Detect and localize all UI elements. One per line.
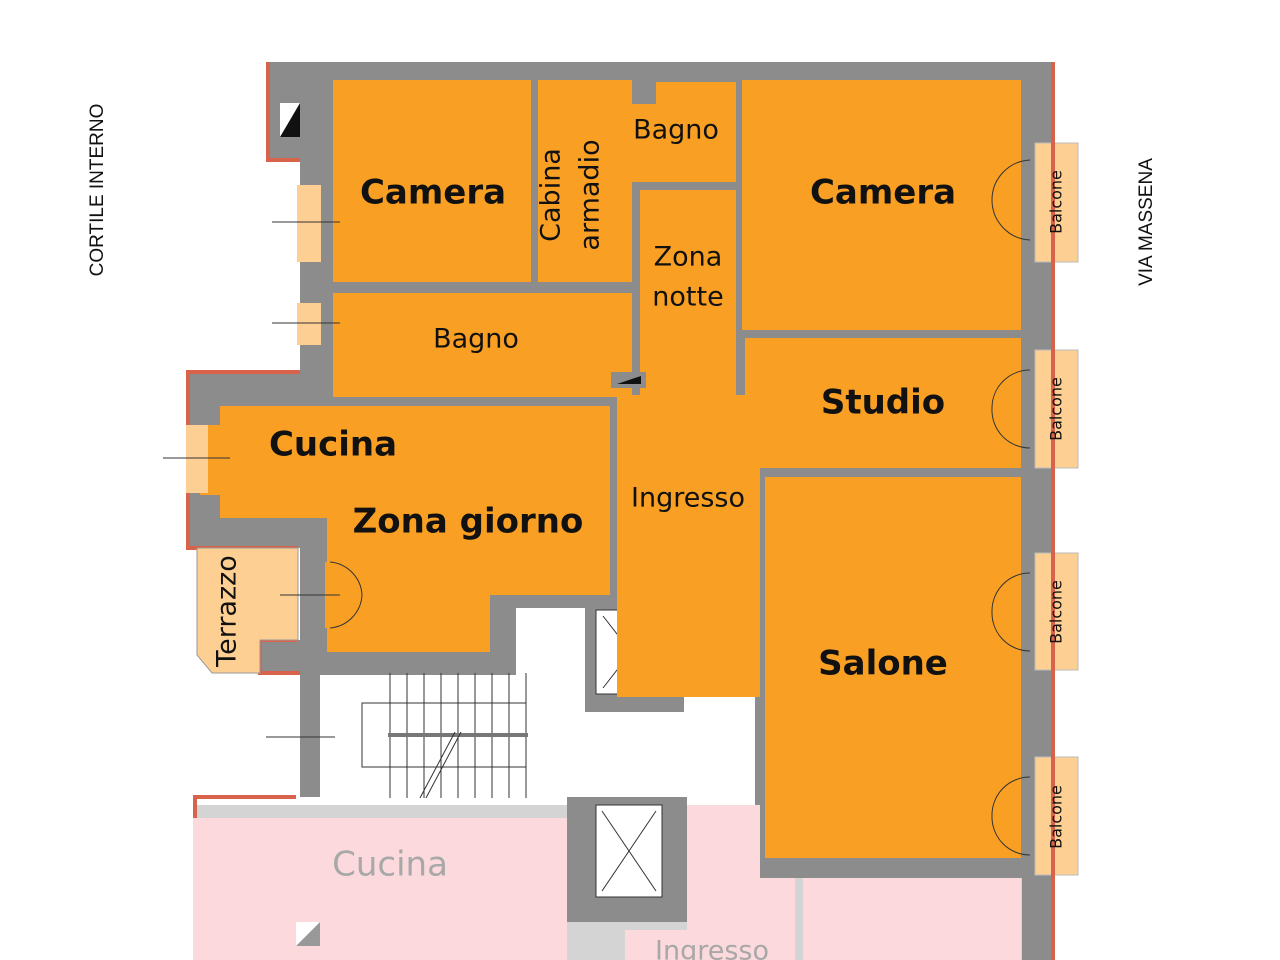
lower-room-cucina — [230, 818, 567, 960]
stair-landing-right — [684, 697, 755, 805]
room-camera-1 — [333, 80, 531, 282]
label-bagno-1: Bagno — [633, 115, 719, 146]
label-camera-1: Camera — [360, 173, 506, 213]
shaft-icon-top-fill — [280, 103, 300, 137]
room-bagno-1 — [611, 82, 736, 182]
balcony-4 — [1034, 756, 1079, 876]
label-zona-notte-1: Zona — [654, 242, 723, 273]
label-camera-2: Camera — [810, 173, 956, 213]
room-zona-notte — [640, 190, 736, 395]
label-cabina: Cabina — [536, 148, 567, 242]
room-bagno-2 — [333, 293, 632, 397]
lower-label-ingresso: Ingresso — [655, 936, 769, 960]
lower-label-cucina: Cucina — [332, 845, 448, 885]
balcony-1 — [1034, 142, 1079, 263]
label-ingresso: Ingresso — [631, 483, 745, 514]
door-arcs — [163, 159, 1031, 856]
room-cucina-zona-giorno — [220, 406, 610, 652]
street-label-right: VIA MASSENA — [1136, 158, 1157, 286]
balconies: Balcone Balcone Balcone Balcone — [1034, 62, 1079, 960]
stairs-icon — [361, 673, 528, 799]
label-cucina: Cucina — [269, 425, 397, 465]
label-terrazzo: Terrazzo — [212, 555, 243, 668]
shaft-icon — [617, 376, 641, 384]
elevator-cross-2 — [601, 810, 657, 892]
balcony-2 — [1034, 349, 1079, 469]
label-bagno-2: Bagno — [433, 324, 519, 355]
label-armadio: armadio — [575, 139, 606, 250]
street-label-left: CORTILE INTERNO — [87, 104, 108, 277]
unit-rooms — [200, 80, 1021, 858]
room-studio — [745, 338, 1021, 468]
room-camera-2 — [742, 80, 1021, 330]
lower-shaft-fill — [296, 922, 320, 946]
balcony-label: Balcone — [1047, 580, 1066, 644]
room-ingresso — [617, 395, 760, 697]
exterior-edge-left-4 — [193, 795, 296, 818]
lower-room-ingresso-b — [625, 930, 795, 960]
window-cucina-sill — [186, 425, 208, 493]
window-bagno — [297, 303, 321, 345]
balcony-label: Balcone — [1047, 785, 1066, 849]
terrazzo — [196, 547, 299, 674]
stair-landing — [516, 608, 585, 708]
label-zona-giorno: Zona giorno — [353, 502, 584, 542]
lower-room-right — [803, 878, 1021, 960]
balcony-label: Balcone — [1047, 170, 1066, 234]
room-salone — [765, 477, 1021, 858]
balcony-3 — [1034, 552, 1079, 671]
label-salone: Salone — [818, 644, 948, 684]
balcony-label: Balcone — [1047, 377, 1066, 441]
window-camera — [297, 185, 321, 262]
lower-window — [193, 818, 233, 960]
label-zona-notte-2: notte — [652, 282, 723, 313]
exterior-edge-left — [266, 62, 300, 162]
label-studio: Studio — [821, 383, 945, 423]
